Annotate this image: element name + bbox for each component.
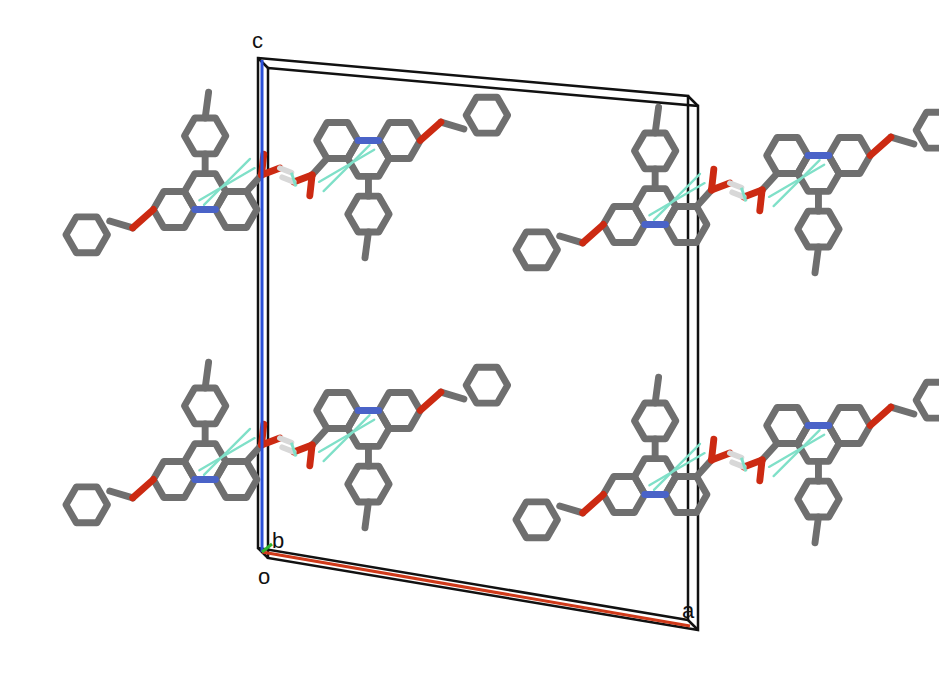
axis-label: b (272, 530, 284, 552)
axis-label: a (682, 600, 694, 622)
axis-label: o (258, 566, 270, 588)
axis-label: c (252, 30, 263, 52)
